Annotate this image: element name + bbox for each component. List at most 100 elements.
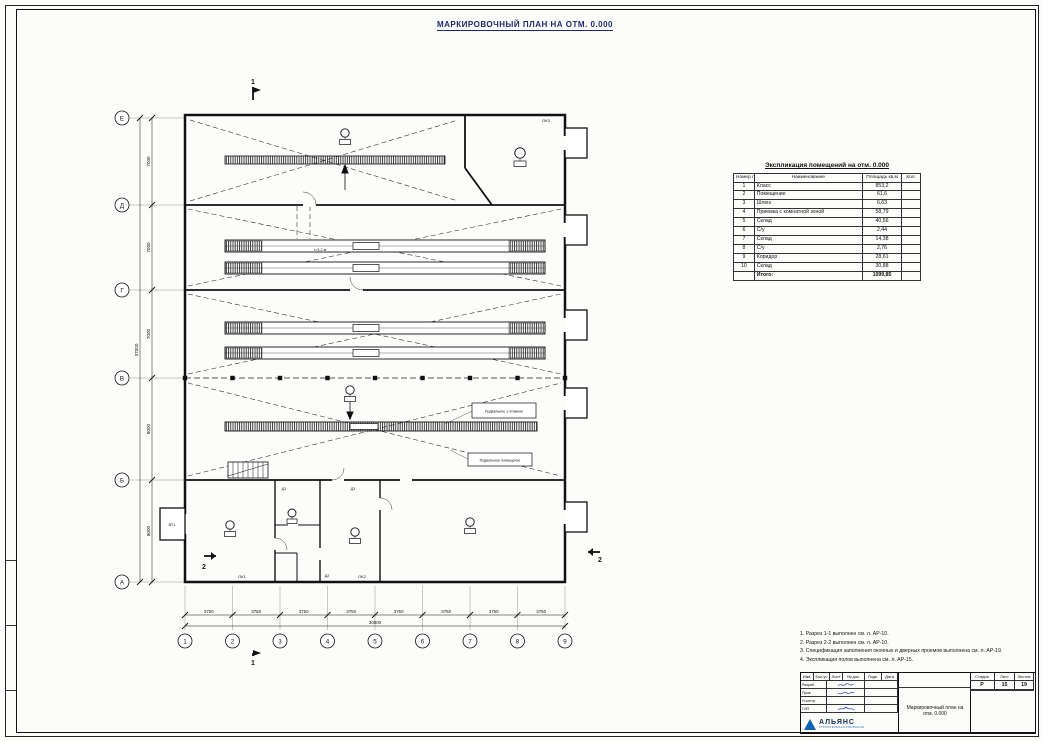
axis-label: 6 bbox=[421, 638, 425, 645]
note-line: 2. Разрез 2-2 выполнен см. л. АР-10. bbox=[800, 639, 889, 646]
section-mark-label: 2 bbox=[202, 564, 206, 571]
fan-unit-symbol bbox=[349, 527, 361, 544]
document-title: Маркировочный план на отм. 0.000 bbox=[906, 704, 964, 718]
fan-unit-symbol bbox=[224, 520, 236, 537]
dim-label: 8000 bbox=[146, 525, 151, 536]
dim-label: 3750 bbox=[251, 609, 261, 614]
axis-label: Е bbox=[120, 115, 124, 122]
room-explication: Экспликация помещений на отм. 0.000 Номе… bbox=[733, 162, 921, 282]
opening-labels: ОК3 ОК1 ОК2 Д1 Д2 Д3 bbox=[238, 118, 550, 579]
bottom-dimension-chain: 3750 3750 3750 3750 3750 3750 3750 3750 … bbox=[181, 609, 569, 630]
equipment-symbols bbox=[224, 128, 527, 544]
tb-signature-cell bbox=[827, 705, 865, 713]
table-total-row: Итого:1099,85 bbox=[733, 271, 921, 282]
note-line: 1. Разрез 1-1 выполнен см. л. АР-10. bbox=[800, 631, 889, 637]
room-table: Номер пом. Наименование Площадь кв.м Кол… bbox=[733, 173, 921, 282]
tb-sheet-label: Лист bbox=[995, 673, 1015, 681]
row-axis-bubbles: Е Д Г В Б А bbox=[114, 110, 136, 590]
axis-label: 4 bbox=[326, 638, 330, 645]
title-block-divider bbox=[898, 673, 899, 733]
axis-label: Б bbox=[120, 477, 124, 484]
axis-label: 1 bbox=[183, 638, 187, 645]
page-title: МАРКИРОВОЧНЫЙ ПЛАН НА ОТМ. 0.000 bbox=[436, 20, 614, 31]
note-line: 4. Экспликация полов выполнена см. л. АР… bbox=[800, 656, 914, 663]
tb-date-cell bbox=[865, 689, 898, 697]
window-label: ОК1 bbox=[238, 574, 246, 579]
signature-scribble bbox=[837, 691, 854, 694]
col-header-number: Номер пом. bbox=[733, 173, 755, 183]
axis-label: 5 bbox=[373, 638, 377, 645]
table-header-row: Номер пом. Наименование Площадь кв.м Кол… bbox=[733, 173, 921, 183]
dim-label: 3750 bbox=[346, 609, 356, 614]
signature-scribble bbox=[837, 682, 854, 686]
tb-role-normcontrol: Н.контр. bbox=[801, 697, 827, 705]
axis-label: Г bbox=[120, 287, 124, 294]
note-line: 3. Спецификация заполнения оконных и две… bbox=[800, 648, 1003, 655]
tb-role-developer: Разраб. bbox=[801, 681, 827, 689]
dim-label: 3750 bbox=[489, 609, 499, 614]
flow-arrows bbox=[341, 163, 354, 421]
tb-signature-cell bbox=[827, 681, 865, 689]
tb-signature-cell bbox=[827, 689, 865, 697]
sheet-inner-frame bbox=[16, 9, 1036, 733]
tb-header-podp: Подп. bbox=[865, 673, 882, 681]
axis-label: 9 bbox=[563, 638, 567, 645]
title-block-divider bbox=[970, 690, 1034, 691]
fan-unit-symbol bbox=[286, 508, 298, 524]
tb-stage-label: Стадия bbox=[970, 673, 995, 681]
axis-label: 8 bbox=[516, 638, 520, 645]
section-mark-label: 2 bbox=[598, 557, 602, 564]
section-marks: 1 1 2 2 bbox=[202, 79, 602, 667]
dim-label: 7000 bbox=[146, 242, 151, 253]
tb-date-cell bbox=[865, 681, 898, 689]
vestibule-label: ВТ1 bbox=[168, 522, 176, 527]
tb-header-koluch: Кол.уч bbox=[814, 673, 830, 681]
title-block-divider bbox=[970, 673, 971, 733]
dim-label: 3750 bbox=[394, 609, 404, 614]
window-label: ОК3 bbox=[542, 118, 550, 123]
section-mark-label: 1 bbox=[251, 660, 255, 667]
door-swing bbox=[274, 191, 393, 551]
tb-role-checker: Пров. bbox=[801, 689, 827, 697]
tb-stage-value: Р bbox=[970, 681, 995, 690]
floor-plan: 7000 7000 7000 8000 8000 37000 3750 3750… bbox=[100, 70, 660, 670]
company-subtitle: СТРОИТЕЛЬНАЯ КОМПАНИЯ bbox=[819, 726, 865, 729]
room-explication-title: Экспликация помещений на отм. 0.000 bbox=[765, 162, 889, 169]
dim-label: 7000 bbox=[146, 328, 151, 339]
company-logo-icon bbox=[804, 718, 816, 730]
callout-boxes: Подвальное 1-этажное Подвальное помещени… bbox=[444, 402, 537, 467]
left-margin-divider bbox=[6, 625, 16, 626]
door-label: Д3 bbox=[351, 487, 355, 491]
company-logo: АЛЬЯНС СТРОИТЕЛЬНАЯ КОМПАНИЯ bbox=[804, 715, 896, 733]
col-header-area: Площадь кв.м bbox=[861, 173, 903, 183]
fan-unit-symbol bbox=[464, 517, 476, 534]
door-label: Д2 bbox=[325, 574, 329, 578]
dim-label: 7000 bbox=[146, 156, 151, 167]
sheet-outer-frame bbox=[5, 5, 1039, 737]
door-label: Д1 bbox=[282, 487, 286, 491]
fan-unit-symbol bbox=[339, 128, 351, 145]
rack-note-label: t=3,2 м bbox=[314, 248, 327, 252]
axis-label: Д bbox=[120, 202, 125, 209]
col-header-name: Наименование bbox=[753, 173, 863, 183]
signature-scribble bbox=[837, 705, 854, 710]
axis-label: 2 bbox=[231, 638, 235, 645]
dim-label: 3750 bbox=[536, 609, 546, 614]
dim-label: 3750 bbox=[441, 609, 451, 614]
axis-label: 7 bbox=[468, 638, 472, 645]
window-label: ОК2 bbox=[358, 574, 366, 579]
tb-header-list: Лист bbox=[830, 673, 843, 681]
axis-extension-lines bbox=[136, 117, 566, 630]
col-axis-bubbles: 1 2 3 4 5 6 7 8 9 bbox=[177, 633, 573, 649]
tb-date-cell bbox=[865, 697, 898, 705]
stairs bbox=[227, 461, 269, 479]
title-block: Изм. Кол.уч Лист № док. Подп. Дата Разра… bbox=[800, 672, 1036, 734]
